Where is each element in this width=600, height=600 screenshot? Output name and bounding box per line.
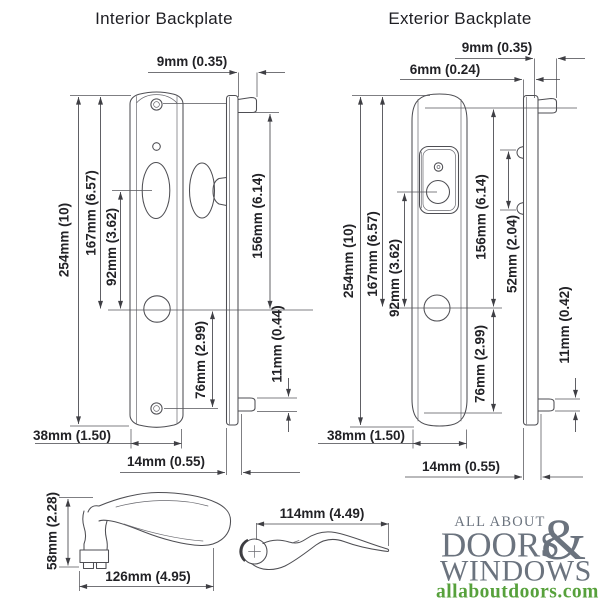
exterior-dim-156mm: 156mm (6.14) [474,174,489,260]
interior-title: Interior Backplate [95,9,233,28]
lever-blade-upper [262,531,390,553]
exterior-screw-center [436,165,441,169]
interior-dim-9mm: 9mm (0.35) [157,54,228,69]
lever-inner-contours [115,500,209,542]
exterior-dim-52mm: 52mm (2.04) [505,215,520,293]
interior-dim-167mm: 167mm (6.57) [84,170,99,256]
interior-dim-11mm: 11mm (0.44) [270,305,285,382]
logo-ampersand: & [541,507,586,572]
exterior-dim-76mm: 76mm (2.99) [473,325,488,403]
interior-small-hole [152,142,161,151]
interior-top-screw-center [153,101,160,108]
interior-plate-edge-lines [136,94,178,425]
exterior-side-escutcheon-bump-top [516,145,525,160]
exterior-plate-outline [411,93,468,427]
interior-plate-outline [129,91,184,428]
interior-side-bottom-tab [237,397,256,412]
interior-dim-92mm: 92mm (3.62) [104,208,119,286]
exterior-side-bottom-tab [537,398,555,412]
interior-cylinder-hole [143,295,171,323]
logo-doors-text: DOORS [441,526,560,565]
lever-blade-notch [291,540,300,544]
exterior-dim-167mm: 167mm (6.57) [365,211,380,297]
extension-lines [70,72,313,475]
lever-base [79,549,110,564]
lever-dim-126mm: 126mm (4.95) [105,569,191,584]
lever-neck [82,510,108,551]
interior-dim-156mm: 156mm (6.14) [250,173,265,259]
exterior-dim-9mm: 9mm (0.35) [462,40,533,55]
interior-thumbturn-paddle [188,162,216,219]
lever-feet [82,561,107,570]
exterior-side-top-tab [537,97,558,114]
exterior-title: Exterior Backplate [388,9,531,28]
lever-top-dimensions: 114mm (4.49) [256,506,389,546]
interior-side-top-tab [237,96,258,114]
exterior-side-plate [522,94,539,426]
lever-rose-circle [241,538,268,565]
exterior-dimension-lines [318,56,585,480]
exterior-escutcheon-outer [418,145,460,215]
lever-side-dimensions: 58mm (2.28) 126mm (4.95) [45,492,214,591]
exterior-screw [433,162,444,172]
lever-dim-114mm: 114mm (4.49) [280,506,365,521]
interior-bottom-screw-center [153,405,160,412]
interior-dim-14mm: 14mm (0.55) [127,454,205,469]
exterior-side-escutcheon-bump-bottom [516,201,525,216]
exterior-extension-lines [350,58,580,480]
interior-thumbturn-knob [212,176,228,207]
interior-dimension-labels: 9mm (0.35) 254mm (10) 167mm (6.57) 92mm … [33,54,285,469]
interior-extension-lines [70,72,313,475]
interior-dim-254mm: 254mm (10) [57,203,72,277]
logo-website-link[interactable]: allaboutdoors.com [436,582,599,600]
exterior-plate-edge-lines [417,99,462,422]
interior-dim-76mm: 76mm (2.99) [193,321,208,399]
logo-all-about-text: ALL ABOUT [454,514,545,530]
exterior-side-view [516,94,558,426]
interior-dimension-lines [35,70,300,475]
interior-dim-38mm: 38mm (1.50) [33,428,111,443]
lever-top-view [239,531,390,570]
exterior-dim-6mm: 6mm (0.24) [410,62,481,77]
exterior-dim-92mm: 92mm (3.62) [387,239,402,317]
exterior-dim-11mm: 11mm (0.42) [557,286,572,363]
lever-rose-crosshair [248,545,261,558]
extension-lines [256,523,389,546]
exterior-escutcheon-inner [422,149,456,211]
exterior-dimension-labels: 9mm (0.35) 6mm (0.24) 254mm (10) 167mm (… [327,40,572,474]
exterior-dim-14mm: 14mm (0.55) [422,459,500,474]
exterior-dim-254mm: 254mm (10) [341,224,356,298]
lever-dim-58mm: 58mm (2.28) [45,492,60,570]
lever-side-view [79,491,232,570]
interior-side-plate [225,94,239,426]
extension-lines [350,58,580,480]
interior-top-screw [150,98,163,111]
lever-blade-lower [250,538,389,570]
lever-grip-outline [87,491,232,547]
logo-windows-text: WINDOWS [440,555,592,588]
extension-lines [59,497,214,591]
interior-front-view [129,91,184,428]
company-logo: ALL ABOUT DOORS & WINDOWS allaboutdoors.… [436,507,599,600]
exterior-dim-38mm: 38mm (1.50) [327,428,405,443]
interior-bottom-screw [150,402,163,415]
exterior-front-view [411,93,468,427]
lever-rose-bold-arc [239,538,249,562]
